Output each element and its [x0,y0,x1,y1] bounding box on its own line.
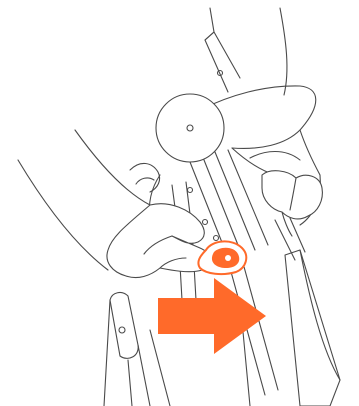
right-hand [262,171,322,236]
wheel-hub [156,94,224,162]
stroller-handle [205,8,287,95]
fold-latch-icon [198,241,246,274]
